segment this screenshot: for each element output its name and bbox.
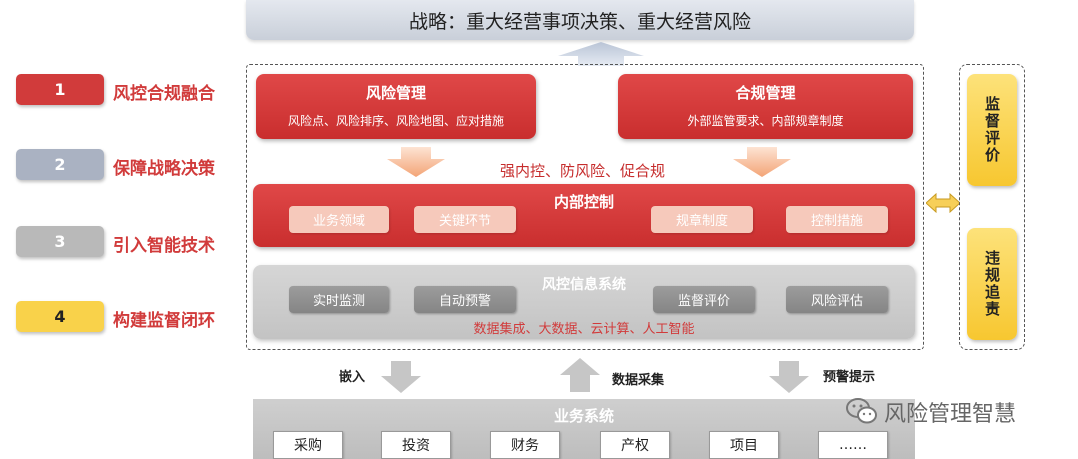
ris-chip-auto-warning: 自动预警: [414, 286, 516, 313]
biz-item-investment: 投资: [381, 431, 451, 459]
pillar-2-number: 2: [54, 155, 66, 174]
goal-text: 强内控、防风险、促合规: [500, 162, 666, 180]
pillar-2-badge: 2: [16, 149, 104, 180]
ris-chip-supervision-eval: 监督评价: [653, 286, 755, 313]
biz-item-project: 项目: [709, 431, 779, 459]
pillar-3-label: 引入智能技术: [113, 236, 215, 256]
pillar-4-number: 4: [54, 307, 66, 326]
supervision-evaluation-text: 监督评价: [983, 96, 1001, 164]
internal-control-box: 内部控制 业务领域 关键环节 规章制度 控制措施: [253, 184, 915, 247]
internal-control-title: 内部控制: [553, 193, 614, 211]
strategy-text: 战略：重大经营事项决策、重大经营风险: [408, 10, 751, 33]
compliance-management-items: 外部监管要求、内部规章制度: [687, 114, 844, 128]
data-collect-label: 数据采集: [612, 373, 665, 388]
pillar-1-label: 风控合规融合: [113, 84, 215, 104]
down-arrow-right: [733, 147, 791, 177]
risk-info-system-title: 风控信息系统: [542, 277, 626, 293]
biz-item-more: ……: [818, 431, 888, 459]
biz-item-finance: 财务: [490, 431, 560, 459]
ic-chip-key-process: 关键环节: [414, 206, 516, 233]
risk-management-title: 风险管理: [365, 84, 426, 102]
pillar-4-label: 构建监督闭环: [113, 311, 215, 331]
up-arrow-to-strategy: [558, 42, 644, 66]
warning-label: 预警提示: [823, 370, 876, 385]
pillar-3-badge: 3: [16, 226, 104, 257]
compliance-management-box: 合规管理 外部监管要求、内部规章制度: [618, 74, 913, 139]
pillar-4-badge: 4: [16, 301, 104, 332]
risk-info-system-tech: 数据集成、大数据、云计算、人工智能: [473, 322, 695, 337]
double-arrow-icon: [926, 193, 960, 213]
supervision-frame: [959, 64, 1025, 350]
strategy-bar: 战略：重大经营事项决策、重大经营风险: [246, 0, 914, 40]
biz-item-property: 产权: [600, 431, 670, 459]
embed-label: 嵌入: [339, 370, 366, 385]
data-collect-up-arrow: [560, 358, 600, 392]
risk-management-box: 风险管理 风险点、风险排序、风险地图、应对措施: [256, 74, 536, 139]
pillar-1-badge: 1: [16, 74, 104, 105]
compliance-management-title: 合规管理: [735, 84, 796, 102]
business-systems-band: 业务系统 采购 投资 财务 产权 项目 ……: [253, 399, 915, 459]
embed-down-arrow: [381, 361, 421, 393]
warning-down-arrow: [769, 361, 809, 393]
control-framework-frame: [246, 64, 924, 350]
pillar-1-number: 1: [54, 80, 66, 99]
risk-management-items: 风险点、风险排序、风险地图、应对措施: [287, 114, 504, 128]
biz-item-procurement: 采购: [273, 431, 343, 459]
violation-accountability-text: 违规追责: [983, 250, 1001, 318]
ris-chip-realtime-monitor: 实时监测: [289, 286, 389, 313]
violation-accountability-box: 违规追责: [967, 228, 1017, 340]
pillar-3-number: 3: [54, 232, 66, 251]
risk-info-system-panel: 风控信息系统 实时监测 自动预警 监督评价 风险评估 数据集成、大数据、云计算、…: [253, 265, 915, 339]
ic-chip-business-area: 业务领域: [289, 206, 389, 233]
pillar-2-label: 保障战略决策: [113, 159, 215, 179]
ic-chip-rules: 规章制度: [651, 206, 753, 233]
supervision-evaluation-box: 监督评价: [967, 74, 1017, 186]
ic-chip-control-measures: 控制措施: [786, 206, 888, 233]
business-systems-title: 业务系统: [553, 407, 614, 425]
ris-chip-risk-assessment: 风险评估: [786, 286, 888, 313]
watermark-text: 风险管理智慧: [884, 402, 1017, 427]
down-arrow-left: [387, 147, 445, 177]
wechat-icon: [846, 398, 877, 424]
